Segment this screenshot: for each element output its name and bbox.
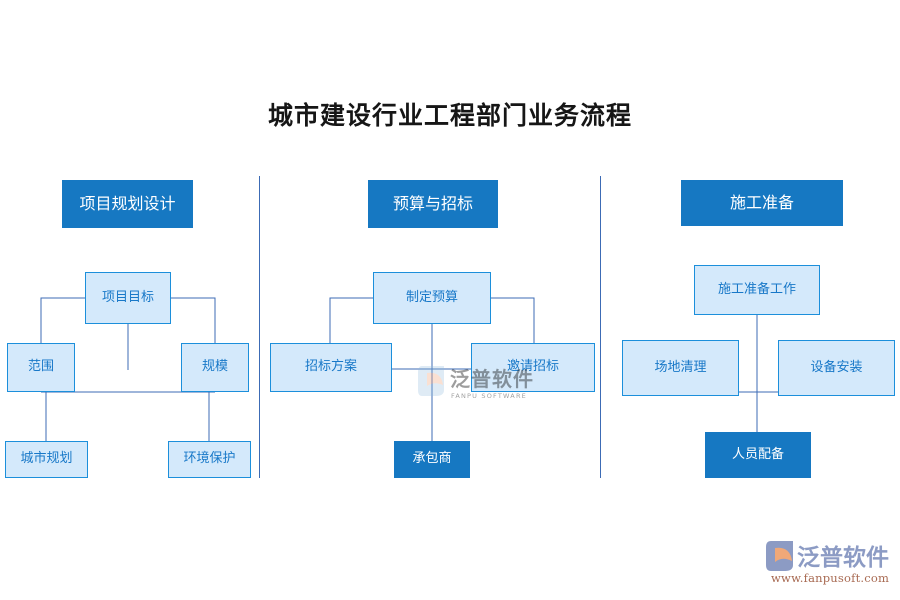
node-contractor[interactable]: 承包商 (394, 441, 470, 478)
connector-c1-root-right (171, 297, 216, 343)
node-scope[interactable]: 范围 (7, 343, 75, 392)
node-make-budget[interactable]: 制定预算 (373, 272, 491, 324)
column-header-construction-prep[interactable]: 施工准备 (681, 180, 843, 226)
connector-c2-root-right (491, 297, 535, 343)
node-invited-bidding[interactable]: 邀请招标 (471, 343, 595, 392)
column-header-planning[interactable]: 项目规划设计 (62, 180, 193, 228)
column-divider-2 (600, 176, 601, 478)
column-header-budget-bidding[interactable]: 预算与招标 (368, 180, 498, 228)
column-divider-1 (259, 176, 260, 478)
node-urban-planning[interactable]: 城市规划 (5, 441, 88, 478)
node-environmental-protection[interactable]: 环境保护 (168, 441, 251, 478)
brand-logo-text: 泛普软件 (797, 544, 889, 571)
node-staffing[interactable]: 人员配备 (705, 432, 811, 478)
brand-logo-icon (766, 541, 793, 571)
node-construction-prep-work[interactable]: 施工准备工作 (694, 265, 820, 315)
node-site-clearing[interactable]: 场地清理 (622, 340, 739, 396)
page-title: 城市建设行业工程部门业务流程 (267, 101, 632, 130)
connector-c1-root-left (40, 297, 85, 343)
node-equipment-installation[interactable]: 设备安装 (778, 340, 895, 396)
brand-logo-url: www.fanpusoft.com (771, 571, 889, 585)
connector-c2-root-left (329, 297, 373, 343)
brand-logo: 泛普软件 www.fanpusoft.com (765, 538, 890, 586)
node-project-objective[interactable]: 项目目标 (85, 272, 171, 324)
node-bidding-plan[interactable]: 招标方案 (270, 343, 392, 392)
node-scale[interactable]: 规模 (181, 343, 249, 392)
